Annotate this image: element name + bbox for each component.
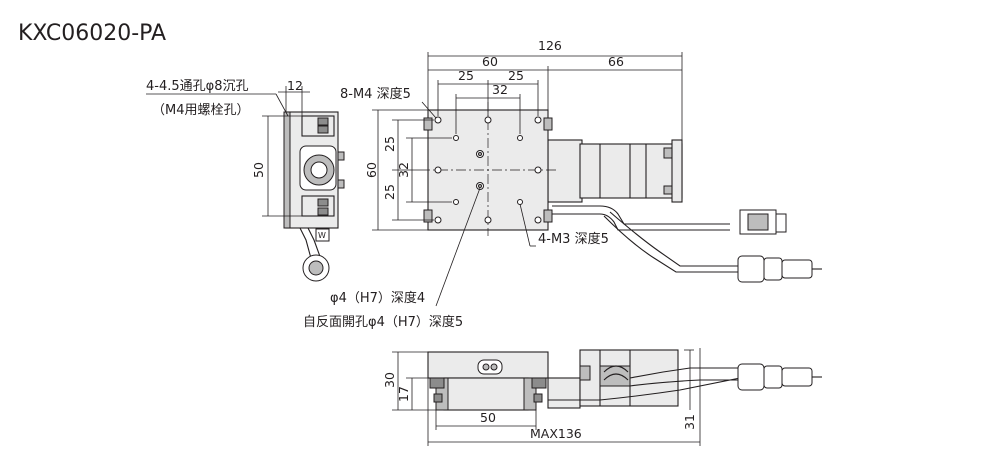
dim-front-height: 30 [382, 372, 397, 388]
dim-front-lower: 17 [396, 386, 411, 402]
side-connector-icon [315, 228, 330, 242]
dim-v-inner-pitch: 32 [396, 162, 411, 178]
dim-side-height: 50 [251, 162, 266, 178]
side-view: W 12 50 4-4.5通孔φ8沉孔 （M4用螺栓孔） [146, 78, 345, 282]
note-counterbore: 4-4.5通孔φ8沉孔 [146, 79, 248, 94]
front-connector-icon [781, 367, 813, 387]
dim-total-length: 126 [538, 38, 562, 53]
note-m3-holes: 4-M3 深度5 [538, 231, 609, 247]
note-back-pin-hole: 自反面開孔φ4（H7）深度5 [303, 314, 463, 330]
dim-pitch-right: 25 [508, 68, 524, 83]
note-counterbore-bolt: （M4用螺栓孔） [152, 103, 250, 118]
dim-motor-length: 66 [608, 54, 624, 69]
front-view-base [443, 377, 529, 411]
dim-front-cable: 31 [682, 414, 697, 430]
m4-hole-icons [434, 116, 542, 224]
dim-front-base: 50 [480, 410, 496, 425]
front-view: 30 17 50 MAX136 31 [382, 348, 822, 446]
note-pin-hole: φ4（H7）深度4 [330, 290, 425, 306]
dim-front-max: MAX136 [530, 426, 582, 441]
dim-v-pitch-top: 25 [382, 136, 397, 152]
round-connector-icon [781, 259, 813, 279]
dim-stage-width: 60 [482, 54, 498, 69]
svg-text:W: W [318, 231, 326, 240]
dim-pitch-left: 25 [458, 68, 474, 83]
dim-inner-pitch: 32 [492, 82, 508, 97]
top-view-coupling [547, 139, 583, 203]
top-view: 126 60 66 25 25 32 60 25 25 32 8-M4 深度5 … [303, 38, 822, 330]
dim-stage-height: 60 [364, 162, 379, 178]
dim-side-width: 12 [287, 78, 303, 93]
dim-v-pitch-bottom: 25 [382, 184, 397, 200]
model-title: KXC06020-PA [18, 21, 166, 46]
note-m4-holes: 8-M4 深度5 [340, 86, 411, 102]
